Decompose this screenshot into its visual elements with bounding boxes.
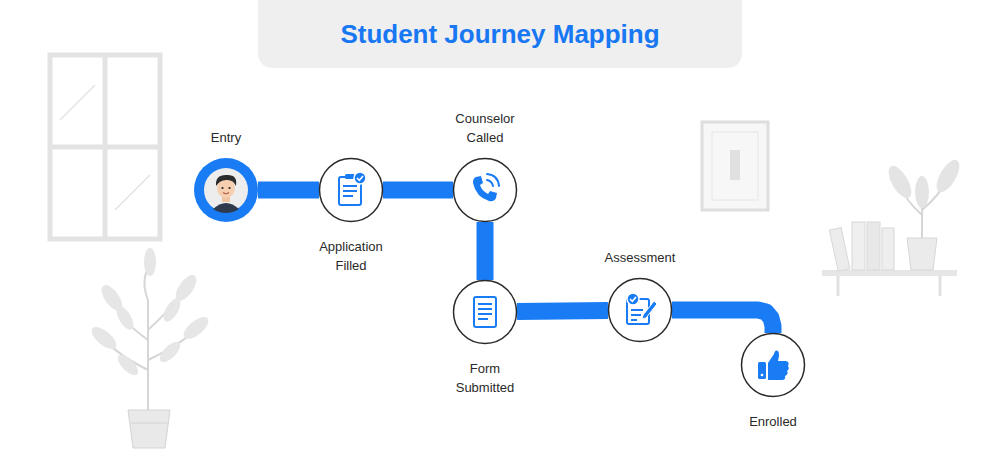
plant-leaves	[88, 248, 212, 378]
journey-step: Form Submitted	[415, 277, 555, 347]
step-circle	[607, 277, 673, 343]
step-icon	[318, 157, 384, 223]
step-icon	[607, 277, 673, 343]
book	[867, 222, 880, 270]
journey-step: Application Filled	[281, 155, 421, 225]
frame-mat	[712, 132, 758, 200]
step-label: Application Filled	[307, 237, 395, 275]
journey-step: Enrolled	[703, 330, 843, 400]
journey-step: Counselor Called	[415, 155, 555, 225]
step-label-holder: Entry	[156, 128, 296, 147]
step-label: Form Submitted	[441, 359, 529, 397]
step-label-holder: Assessment	[570, 248, 710, 267]
step-icon	[193, 157, 259, 223]
title-text: Student Journey Mapping	[340, 19, 659, 50]
step-label-holder: Enrolled	[703, 412, 843, 431]
step-label: Counselor Called	[441, 109, 529, 147]
step-icon	[452, 279, 518, 345]
shelf	[822, 156, 964, 296]
step-circle	[193, 157, 259, 223]
book	[852, 222, 865, 270]
journey-band	[517, 310, 608, 311]
step-icon	[452, 157, 518, 223]
frame-border	[702, 122, 768, 210]
journey-band	[383, 182, 453, 199]
picture-frame	[702, 122, 768, 210]
title-banner: Student Journey Mapping	[258, 0, 742, 68]
step-circle	[318, 157, 384, 223]
journey-band	[258, 182, 319, 199]
shelf-leg	[837, 276, 840, 296]
left-plant	[88, 248, 212, 448]
step-label-holder: Counselor Called	[415, 109, 555, 147]
window	[50, 55, 160, 239]
step-circle	[452, 157, 518, 223]
book	[882, 228, 894, 270]
step-circle	[452, 279, 518, 345]
shelf-board	[822, 270, 957, 276]
book	[829, 228, 849, 272]
shelf-leg	[939, 276, 942, 296]
shelf-pot	[907, 238, 937, 270]
plant-pot	[128, 410, 170, 448]
step-label: Entry	[211, 128, 241, 147]
step-label-holder: Application Filled	[281, 237, 421, 275]
step-label-holder: Form Submitted	[415, 359, 555, 397]
window-bar	[50, 145, 160, 150]
step-icon	[740, 332, 806, 398]
frame-art	[730, 150, 740, 180]
step-label: Assessment	[605, 248, 676, 267]
window-glint	[115, 175, 150, 210]
journey-step: Assessment	[570, 275, 710, 345]
window-frame	[50, 55, 160, 239]
step-circle	[740, 332, 806, 398]
journey-band	[477, 222, 494, 280]
shelf-plant-leaves	[884, 156, 964, 208]
pot-band	[131, 423, 167, 424]
step-label: Enrolled	[749, 412, 797, 431]
journey-band	[672, 310, 773, 333]
window-glint	[60, 85, 95, 120]
journey-step: Entry	[156, 155, 296, 225]
